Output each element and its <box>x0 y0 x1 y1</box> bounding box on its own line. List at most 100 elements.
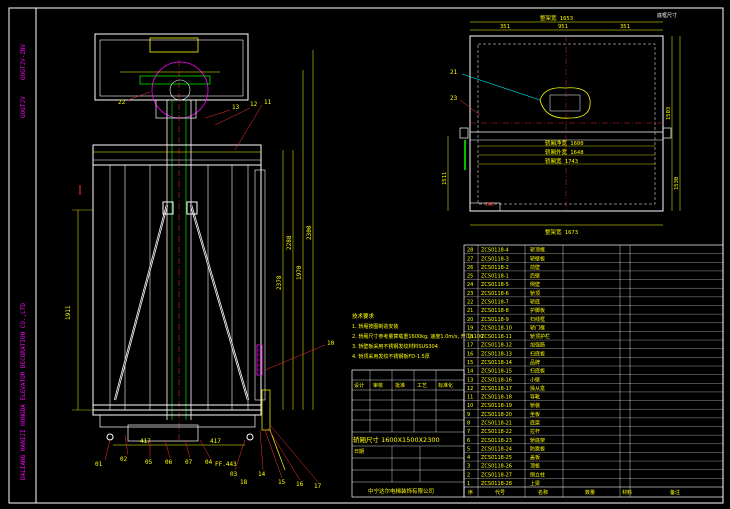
bom-item-code: ZCS0118-8 <box>481 308 509 314</box>
bom-item-code: ZCS0118-19 <box>481 403 512 409</box>
plan-corner-mark: 底框尺寸 <box>657 12 677 19</box>
bom-item-name: 轿门框 <box>530 324 545 331</box>
bom-item-no: 21 <box>467 308 473 314</box>
tb-label-5: 标准化 <box>438 382 453 389</box>
callout-18: 18 <box>240 479 248 486</box>
bom-item-code: ZCS0118-20 <box>481 412 512 418</box>
bom-item-code: ZCS0118-23 <box>481 438 512 444</box>
bom-item-name: 轿顶框 <box>530 247 545 254</box>
bom-item-name: 后壁 <box>530 273 540 280</box>
bom-item-name: 扫线框 <box>530 316 545 323</box>
car-size-line: 轿厢尺寸 1600X1500X2300 <box>353 435 440 444</box>
bom-item-no: 3 <box>467 464 470 470</box>
plan-dim-left: 1511 <box>442 172 448 185</box>
bom-item-code: ZCS0118-16 <box>481 377 512 383</box>
bom-item-no: 12 <box>467 386 473 392</box>
tb-label-3: 批准 <box>395 382 405 389</box>
technical-notes: 技术要求 1. 轿厢按图制造安装 2. 轿厢尺寸参考量算载重1600kg, 速度… <box>352 312 483 360</box>
bom-item-no: 4 <box>467 455 470 461</box>
top-machine-box <box>94 33 249 101</box>
notes-line-3: 3. 轿壁板采用不锈钢发纹材料SUS304 <box>352 343 438 350</box>
bom-footer-1: 序 <box>468 489 473 496</box>
callout-12: 12 <box>250 101 258 108</box>
bom-item-name: 防跳板 <box>530 445 545 452</box>
bom-item-no: 7 <box>467 429 470 435</box>
bom-item-no: 13 <box>467 377 473 383</box>
plan-dim-top-2: 951 <box>558 24 568 30</box>
bom-item-no: 25 <box>467 274 473 280</box>
bom-item-name: 扫底板 <box>530 350 545 357</box>
bom-item-name: 加强筋 <box>530 342 545 349</box>
bom-item-no: 18 <box>467 334 473 340</box>
left-strip-short: GOGTJV <box>20 96 27 118</box>
plan-dim-top: 整架宽 1653 <box>540 14 573 22</box>
bom-item-name: 轿壁板 <box>530 255 545 262</box>
bom-item-no: 24 <box>467 282 473 288</box>
bom-item-code: ZCS0118-12 <box>481 343 512 349</box>
bom-item-name: 护脚板 <box>530 307 545 314</box>
bom-item-no: 16 <box>467 351 473 357</box>
bom-item-no: 5 <box>467 446 470 452</box>
plan-dim-right-2: 1530 <box>674 177 680 190</box>
bom-item-no: 15 <box>467 360 473 366</box>
bom-item-name: 轿顶 <box>530 290 540 297</box>
callout-13: 13 <box>232 104 240 111</box>
tb-label-1: 设计 <box>354 382 364 389</box>
bom-item-code: ZCS0118-9 <box>481 317 509 323</box>
bom-footer-3: 名称 <box>538 489 548 496</box>
bom-item-name: 导靴 <box>530 394 540 401</box>
bom-item-code: ZCS0118-25 <box>481 455 512 461</box>
notes-line-1: 1. 轿厢按图制造安装 <box>352 323 398 330</box>
bom-footer-6: 备注 <box>670 489 680 496</box>
bom-item-code: ZCS0118-27 <box>481 472 512 478</box>
plan-dim-inner-2: 轿厢外宽 1648 <box>545 148 584 156</box>
bom-item-name: 轿底 <box>530 299 540 306</box>
car-top-beam <box>92 144 262 166</box>
bom-footer-4: 数量 <box>585 489 595 496</box>
tb-label-2: 审核 <box>373 382 383 389</box>
bom-item-code: ZCS0118-10 <box>481 325 512 331</box>
callout-16: 16 <box>296 481 304 488</box>
bom-item-code: ZCS0118-15 <box>481 369 512 375</box>
front-dim-right: 2378 2288 1970 2300 <box>276 50 314 410</box>
bom-item-no: 14 <box>467 369 473 375</box>
bom-item-code: ZCS0118-26 <box>481 464 512 470</box>
left-strip-code: GOGTJV-ZNV <box>20 43 27 80</box>
guide-shoe-blob <box>539 87 591 119</box>
bom-item-no: 23 <box>467 291 473 297</box>
callout-21: 21 <box>450 69 458 76</box>
bom-item-name: 轿装 <box>530 402 540 409</box>
bom-item-no: 6 <box>467 438 470 444</box>
callout-02: 02 <box>120 456 128 463</box>
dim-right-1: 2378 <box>276 275 283 290</box>
bom-footer-5: 材料 <box>622 489 632 496</box>
bom-item-name: 侧壁 <box>530 281 540 288</box>
bom-item-code: ZCS0118-11 <box>481 334 512 340</box>
bom-item-no: 1 <box>467 481 470 487</box>
traction-sheave <box>151 61 209 119</box>
bom-item-no: 11 <box>467 395 473 401</box>
plan-dim-right-1: 1503 <box>666 107 672 120</box>
plan-dim-top-1: 351 <box>500 24 510 30</box>
dim-left-height: 1911 <box>65 305 72 320</box>
callout-23: 23 <box>450 95 458 102</box>
bom-item-no: 20 <box>467 317 473 323</box>
